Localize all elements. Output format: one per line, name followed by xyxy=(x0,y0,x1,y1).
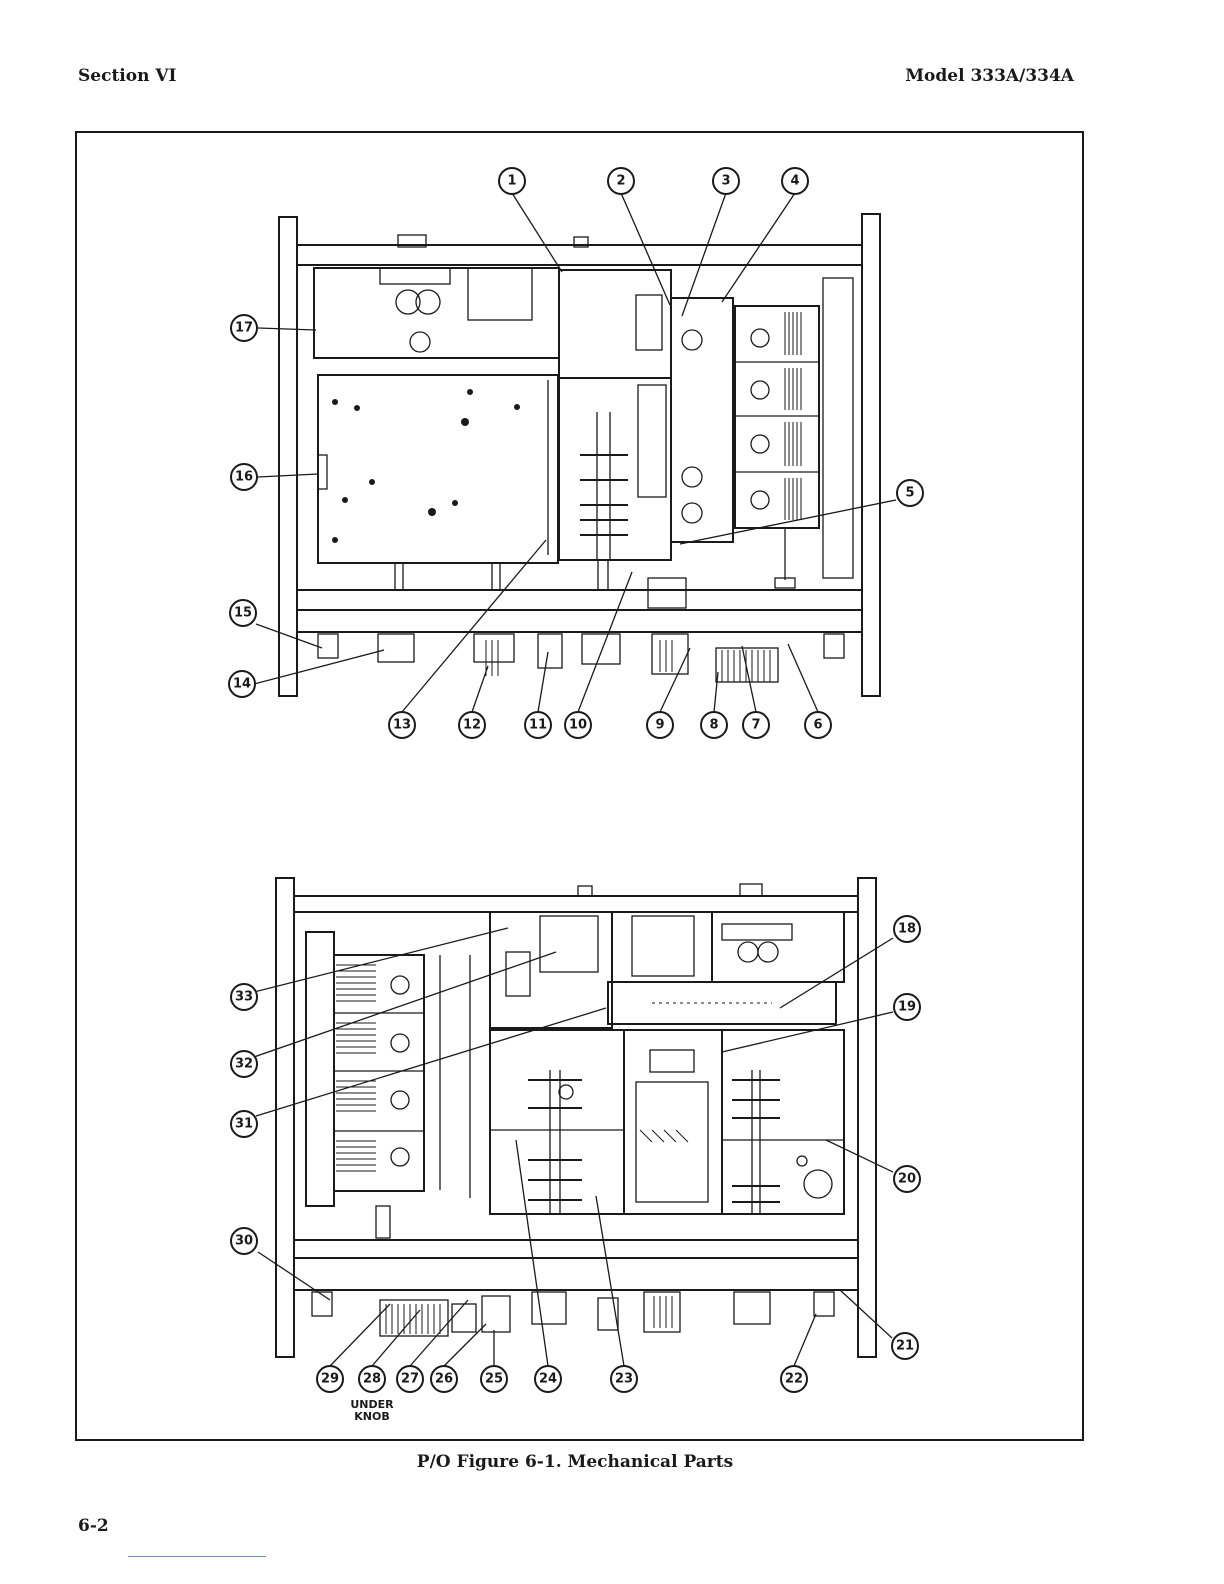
svg-text:2: 2 xyxy=(616,174,625,189)
svg-text:15: 15 xyxy=(234,606,252,621)
callout-23: 23 xyxy=(611,1366,637,1392)
callout-13: 13 xyxy=(389,712,415,738)
svg-text:7: 7 xyxy=(751,718,760,733)
callout-22: 22 xyxy=(781,1366,807,1392)
svg-text:29: 29 xyxy=(321,1372,339,1387)
svg-text:23: 23 xyxy=(615,1372,633,1387)
svg-text:26: 26 xyxy=(435,1372,453,1387)
svg-text:27: 27 xyxy=(401,1372,419,1387)
callout-10: 10 xyxy=(565,712,591,738)
svg-text:10: 10 xyxy=(569,718,587,733)
svg-text:33: 33 xyxy=(235,990,253,1005)
callout-25: 25 xyxy=(481,1366,507,1392)
svg-text:24: 24 xyxy=(539,1372,557,1387)
svg-text:31: 31 xyxy=(235,1117,253,1132)
svg-text:28: 28 xyxy=(363,1372,381,1387)
callout-12: 12 xyxy=(459,712,485,738)
svg-text:25: 25 xyxy=(485,1372,503,1387)
svg-text:32: 32 xyxy=(235,1057,253,1072)
svg-text:12: 12 xyxy=(463,718,481,733)
callout-4: 4 xyxy=(782,168,808,194)
callout-28: 28 xyxy=(359,1366,385,1392)
svg-text:19: 19 xyxy=(898,1000,916,1015)
callout-1: 1 xyxy=(499,168,525,194)
callout-30: 30 xyxy=(231,1228,257,1254)
callout-32: 32 xyxy=(231,1051,257,1077)
svg-text:9: 9 xyxy=(655,718,664,733)
figure-caption: P/O Figure 6-1. Mechanical Parts xyxy=(0,1452,1150,1472)
callout-11: 11 xyxy=(525,712,551,738)
callout-15: 15 xyxy=(230,600,256,626)
svg-text:4: 4 xyxy=(790,174,799,189)
callout-24: 24 xyxy=(535,1366,561,1392)
svg-text:18: 18 xyxy=(898,922,916,937)
callout-21: 21 xyxy=(892,1333,918,1359)
bottom-chassis-view xyxy=(276,878,876,1357)
callout-20: 20 xyxy=(894,1166,920,1192)
footer-rule xyxy=(128,1556,266,1557)
callout-7: 7 xyxy=(743,712,769,738)
svg-text:3: 3 xyxy=(721,174,730,189)
svg-text:5: 5 xyxy=(905,486,914,501)
callout-31: 31 xyxy=(231,1111,257,1137)
callout-16: 16 xyxy=(231,464,257,490)
callout-17: 17 xyxy=(231,315,257,341)
callout-27: 27 xyxy=(397,1366,423,1392)
callout-8: 8 xyxy=(701,712,727,738)
svg-text:11: 11 xyxy=(529,718,547,733)
callout-3: 3 xyxy=(713,168,739,194)
under-knob-note-line2: KNOB xyxy=(354,1410,389,1423)
svg-text:30: 30 xyxy=(235,1234,253,1249)
top-chassis-view xyxy=(279,214,880,696)
svg-text:21: 21 xyxy=(896,1339,914,1354)
callout-19: 19 xyxy=(894,994,920,1020)
callout-26: 26 xyxy=(431,1366,457,1392)
svg-text:22: 22 xyxy=(785,1372,803,1387)
callout-6: 6 xyxy=(805,712,831,738)
page-number: 6-2 xyxy=(78,1516,109,1536)
callout-2: 2 xyxy=(608,168,634,194)
svg-text:6: 6 xyxy=(813,718,822,733)
callout-29: 29 xyxy=(317,1366,343,1392)
svg-text:8: 8 xyxy=(709,718,718,733)
callout-5: 5 xyxy=(897,480,923,506)
callout-9: 9 xyxy=(647,712,673,738)
callout-33: 33 xyxy=(231,984,257,1010)
svg-text:1: 1 xyxy=(507,174,516,189)
svg-text:16: 16 xyxy=(235,470,253,485)
svg-text:17: 17 xyxy=(235,321,253,336)
callout-18: 18 xyxy=(894,916,920,942)
svg-text:20: 20 xyxy=(898,1172,916,1187)
svg-text:14: 14 xyxy=(233,677,251,692)
svg-text:13: 13 xyxy=(393,718,411,733)
callout-14: 14 xyxy=(229,671,255,697)
